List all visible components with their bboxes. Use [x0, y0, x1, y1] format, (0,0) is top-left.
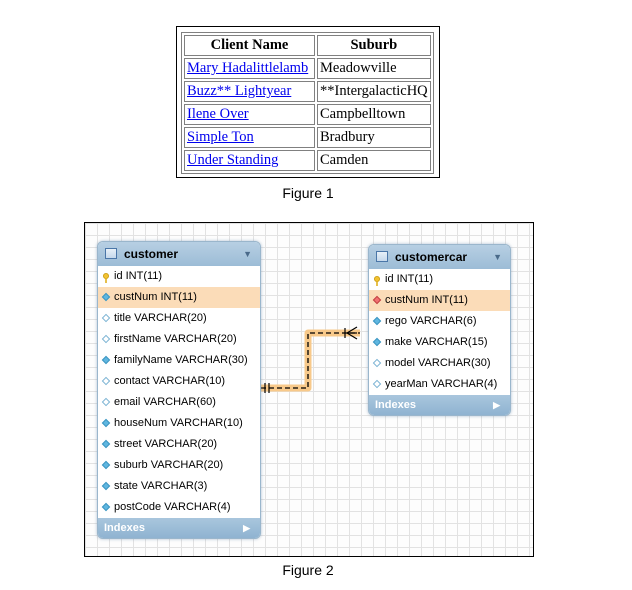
suburb-cell: Bradbury — [317, 127, 431, 148]
collapse-arrow-icon[interactable]: ▼ — [243, 249, 252, 259]
indexes-bar[interactable]: Indexes ▶ — [98, 518, 260, 538]
client-link[interactable]: Ilene Over — [187, 106, 249, 122]
suburb-cell: Campbelltown — [317, 104, 431, 125]
column-row[interactable]: familyName VARCHAR(30) — [98, 350, 260, 371]
suburb-cell: **IntergalacticHQ — [317, 81, 431, 102]
client-link[interactable]: Under Standing — [187, 152, 279, 168]
column-label: houseNum VARCHAR(10) — [114, 417, 243, 429]
primary-key-icon — [373, 274, 380, 286]
client-link[interactable]: Buzz** Lightyear — [187, 83, 292, 99]
column-label: make VARCHAR(15) — [385, 336, 488, 348]
column-list: id INT(11) custNum INT(11) title VARCHAR(2… — [98, 266, 260, 518]
column-row[interactable]: postCode VARCHAR(4) — [98, 497, 260, 518]
column-label: state VARCHAR(3) — [114, 480, 208, 492]
column-row[interactable]: id INT(11) — [98, 266, 260, 287]
table-row: Simple Ton Bradbury — [184, 127, 431, 148]
table-header[interactable]: customer ▼ — [98, 242, 260, 266]
column-row[interactable]: custNum INT(11) — [369, 290, 510, 311]
empty-diamond-icon — [372, 358, 382, 368]
empty-diamond-icon — [101, 334, 111, 344]
relationship-connector — [261, 326, 360, 393]
column-label: title VARCHAR(20) — [114, 312, 207, 324]
table-header[interactable]: customercar ▼ — [369, 245, 510, 269]
table-header-row: Client Name Suburb — [184, 35, 431, 56]
collapse-arrow-icon[interactable]: ▼ — [493, 252, 502, 262]
client-link[interactable]: Simple Ton — [187, 129, 254, 145]
table-row: Ilene Over Campbelltown — [184, 104, 431, 125]
indexes-label: Indexes — [104, 522, 145, 534]
column-label: email VARCHAR(60) — [114, 396, 216, 408]
crows-foot-icon — [344, 326, 358, 340]
column-row[interactable]: title VARCHAR(20) — [98, 308, 260, 329]
column-row[interactable]: email VARCHAR(60) — [98, 392, 260, 413]
column-row[interactable]: suburb VARCHAR(20) — [98, 455, 260, 476]
column-label: yearMan VARCHAR(4) — [385, 378, 498, 390]
column-label: id INT(11) — [385, 273, 434, 285]
column-label: familyName VARCHAR(30) — [114, 354, 248, 366]
column-row[interactable]: model VARCHAR(30) — [369, 353, 510, 374]
column-label: street VARCHAR(20) — [114, 438, 218, 450]
table-icon — [105, 248, 117, 259]
column-row[interactable]: make VARCHAR(15) — [369, 332, 510, 353]
customercar-table[interactable]: customercar ▼ id INT(11) custNum INT(11) r… — [368, 244, 511, 416]
column-label: custNum INT(11) — [114, 291, 197, 303]
empty-diamond-icon — [101, 313, 111, 323]
column-row[interactable]: houseNum VARCHAR(10) — [98, 413, 260, 434]
column-row[interactable]: state VARCHAR(3) — [98, 476, 260, 497]
column-row[interactable]: contact VARCHAR(10) — [98, 371, 260, 392]
relationship-layer — [261, 326, 360, 393]
filled-diamond-icon — [372, 337, 382, 347]
column-row[interactable]: firstName VARCHAR(20) — [98, 329, 260, 350]
expand-arrow-icon[interactable]: ▶ — [243, 523, 250, 533]
filled-diamond-icon — [372, 316, 382, 326]
column-label: suburb VARCHAR(20) — [114, 459, 224, 471]
empty-diamond-icon — [101, 376, 111, 386]
filled-diamond-icon — [101, 481, 111, 491]
client-link[interactable]: Mary Hadalittlelamb — [187, 60, 309, 76]
column-label: contact VARCHAR(10) — [114, 375, 226, 387]
column-label: id INT(11) — [114, 270, 163, 282]
column-label: model VARCHAR(30) — [385, 357, 491, 369]
indexes-label: Indexes — [375, 399, 416, 411]
column-row[interactable]: street VARCHAR(20) — [98, 434, 260, 455]
customer-table[interactable]: customer ▼ id INT(11) custNum INT(11) titl… — [97, 241, 261, 539]
table-title: customercar — [395, 250, 468, 264]
header-suburb: Suburb — [317, 35, 431, 56]
figure-2-er-diagram: customer ▼ id INT(11) custNum INT(11) titl… — [84, 222, 534, 557]
table-row: Mary Hadalittlelamb Meadowville — [184, 58, 431, 79]
suburb-cell: Meadowville — [317, 58, 431, 79]
table-icon — [376, 251, 388, 262]
filled-diamond-icon — [101, 460, 111, 470]
column-label: postCode VARCHAR(4) — [114, 501, 231, 513]
table-row: Buzz** Lightyear **IntergalacticHQ — [184, 81, 431, 102]
column-row[interactable]: custNum INT(11) — [98, 287, 260, 308]
client-table: Client Name Suburb Mary Hadalittlelamb M… — [181, 32, 434, 174]
filled-diamond-icon — [101, 439, 111, 449]
filled-diamond-icon — [101, 418, 111, 428]
filled-diamond-icon — [101, 502, 111, 512]
column-row[interactable]: yearMan VARCHAR(4) — [369, 374, 510, 395]
header-client-name: Client Name — [184, 35, 315, 56]
empty-diamond-icon — [101, 397, 111, 407]
column-label: rego VARCHAR(6) — [385, 315, 477, 327]
empty-diamond-icon — [372, 379, 382, 389]
foreign-key-icon — [372, 295, 382, 305]
suburb-cell: Camden — [317, 150, 431, 171]
filled-diamond-icon — [101, 292, 111, 302]
column-row[interactable]: id INT(11) — [369, 269, 510, 290]
table-row: Under Standing Camden — [184, 150, 431, 171]
figure-1-html-table: Client Name Suburb Mary Hadalittlelamb M… — [176, 26, 440, 178]
indexes-bar[interactable]: Indexes ▶ — [369, 395, 510, 415]
column-row[interactable]: rego VARCHAR(6) — [369, 311, 510, 332]
figure-2-caption: Figure 2 — [282, 562, 334, 578]
column-list: id INT(11) custNum INT(11) rego VARCHAR(6)… — [369, 269, 510, 395]
figure-1-caption: Figure 1 — [282, 185, 334, 201]
table-title: customer — [124, 247, 179, 261]
expand-arrow-icon[interactable]: ▶ — [493, 400, 500, 410]
column-label: custNum INT(11) — [385, 294, 468, 306]
primary-key-icon — [102, 271, 109, 283]
filled-diamond-icon — [101, 355, 111, 365]
column-label: firstName VARCHAR(20) — [114, 333, 237, 345]
